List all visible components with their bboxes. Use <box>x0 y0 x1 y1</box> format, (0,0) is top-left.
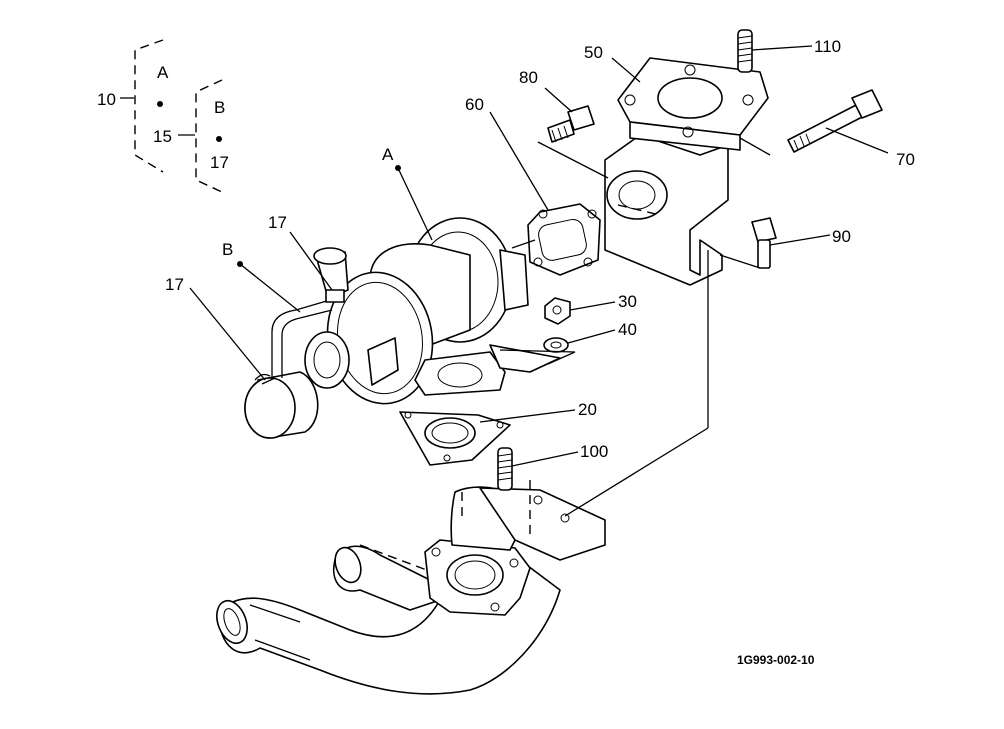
callout-70: 70 <box>896 150 915 169</box>
gasket-60 <box>511 203 601 276</box>
legend-ref-17: 17 <box>210 153 229 172</box>
callout-17-top: 17 <box>268 213 287 232</box>
callout-leaders <box>189 45 889 467</box>
legend-label-a: A <box>157 63 169 82</box>
callout-a: A <box>382 145 394 164</box>
bracket-b <box>195 79 223 193</box>
legend-ref-10: 10 <box>97 90 116 109</box>
stud-100 <box>497 447 513 491</box>
callout-80: 80 <box>519 68 538 87</box>
callout-100: 100 <box>580 442 608 461</box>
turbocharger <box>244 217 561 439</box>
callout-20: 20 <box>578 400 597 419</box>
drawing-code: 1G993-002-10 <box>737 653 815 667</box>
legend-dot-b <box>216 136 222 142</box>
washer-40 <box>543 337 569 353</box>
callout-17-left: 17 <box>165 275 184 294</box>
callout-50: 50 <box>584 43 603 62</box>
legend: 10 A 15 B 17 <box>97 39 229 193</box>
callout-b: B <box>222 240 233 259</box>
bracket-a <box>134 39 164 173</box>
bolt-80 <box>547 105 595 143</box>
legend-label-b: B <box>214 98 225 117</box>
bolt-90 <box>751 217 777 269</box>
legend-dot-a <box>157 101 163 107</box>
callout-60: 60 <box>465 95 484 114</box>
callout-90: 90 <box>832 227 851 246</box>
assembly-lines <box>499 137 771 517</box>
legend-ref-15: 15 <box>153 127 172 146</box>
gasket-20 <box>399 411 511 466</box>
callout-110: 110 <box>814 37 841 56</box>
callout-30: 30 <box>618 292 637 311</box>
callout-40: 40 <box>618 320 637 339</box>
bolt-70 <box>787 89 883 153</box>
nut-30 <box>544 297 571 325</box>
exhaust-manifold <box>216 480 606 695</box>
stud-110 <box>737 29 753 73</box>
elbow-flange-50 <box>604 57 769 286</box>
